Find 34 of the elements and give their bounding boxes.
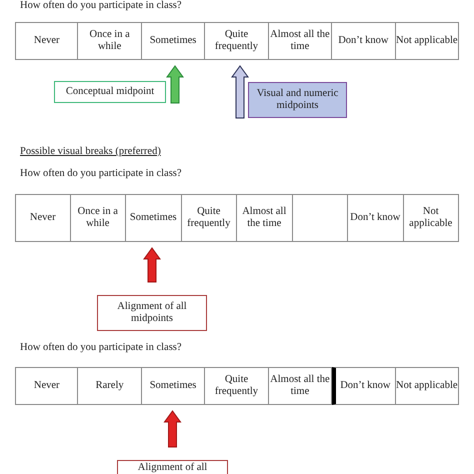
- question-text: How often do you participate in class?: [20, 168, 182, 179]
- scale-cell: Don’t know: [348, 194, 404, 242]
- scale-cell: Don’t know: [332, 22, 396, 60]
- scale-cell: Almost all the time: [268, 367, 332, 405]
- block-arrow: [166, 65, 184, 104]
- callout-box: Conceptual midpoint: [54, 81, 166, 103]
- question-text: How often do you participate in class?: [20, 0, 182, 11]
- scale-cell: Not applicable: [404, 194, 459, 242]
- callout-box: Alignment of all midpoints: [97, 295, 207, 331]
- scale-cell: Almost all the time: [268, 22, 332, 60]
- scale-cell: Don’t know: [332, 367, 396, 405]
- block-arrow: [143, 247, 161, 282]
- scale-cell: Quite frequently: [205, 22, 269, 60]
- question-text: How often do you participate in class?: [20, 342, 182, 353]
- scale-cell: Never: [15, 22, 78, 60]
- empty-cell: [292, 194, 348, 242]
- section-heading: Possible visual breaks (preferred): [20, 146, 161, 157]
- scale-cell: Sometimes: [126, 194, 182, 242]
- scale-cell: Not applicable: [396, 367, 459, 405]
- scale-cell: Almost all the time: [237, 194, 292, 242]
- scale-cell: Not applicable: [396, 22, 459, 60]
- scale-cell: Never: [15, 367, 78, 405]
- scale-cell: Sometimes: [142, 367, 206, 405]
- block-arrow: [231, 65, 249, 118]
- scale-cell: Once in a while: [78, 22, 142, 60]
- scale-cell: Quite frequently: [182, 194, 237, 242]
- block-arrow: [164, 410, 182, 448]
- scale-cell: Sometimes: [142, 22, 206, 60]
- callout-box: Visual and numeric midpoints: [248, 82, 347, 118]
- scale-cell: Never: [15, 194, 70, 242]
- scale-cell: Once in a while: [70, 194, 126, 242]
- scale-cell: Quite frequently: [205, 367, 269, 405]
- scale-cell: Rarely: [78, 367, 142, 405]
- callout-box: Alignment of all: [117, 460, 228, 474]
